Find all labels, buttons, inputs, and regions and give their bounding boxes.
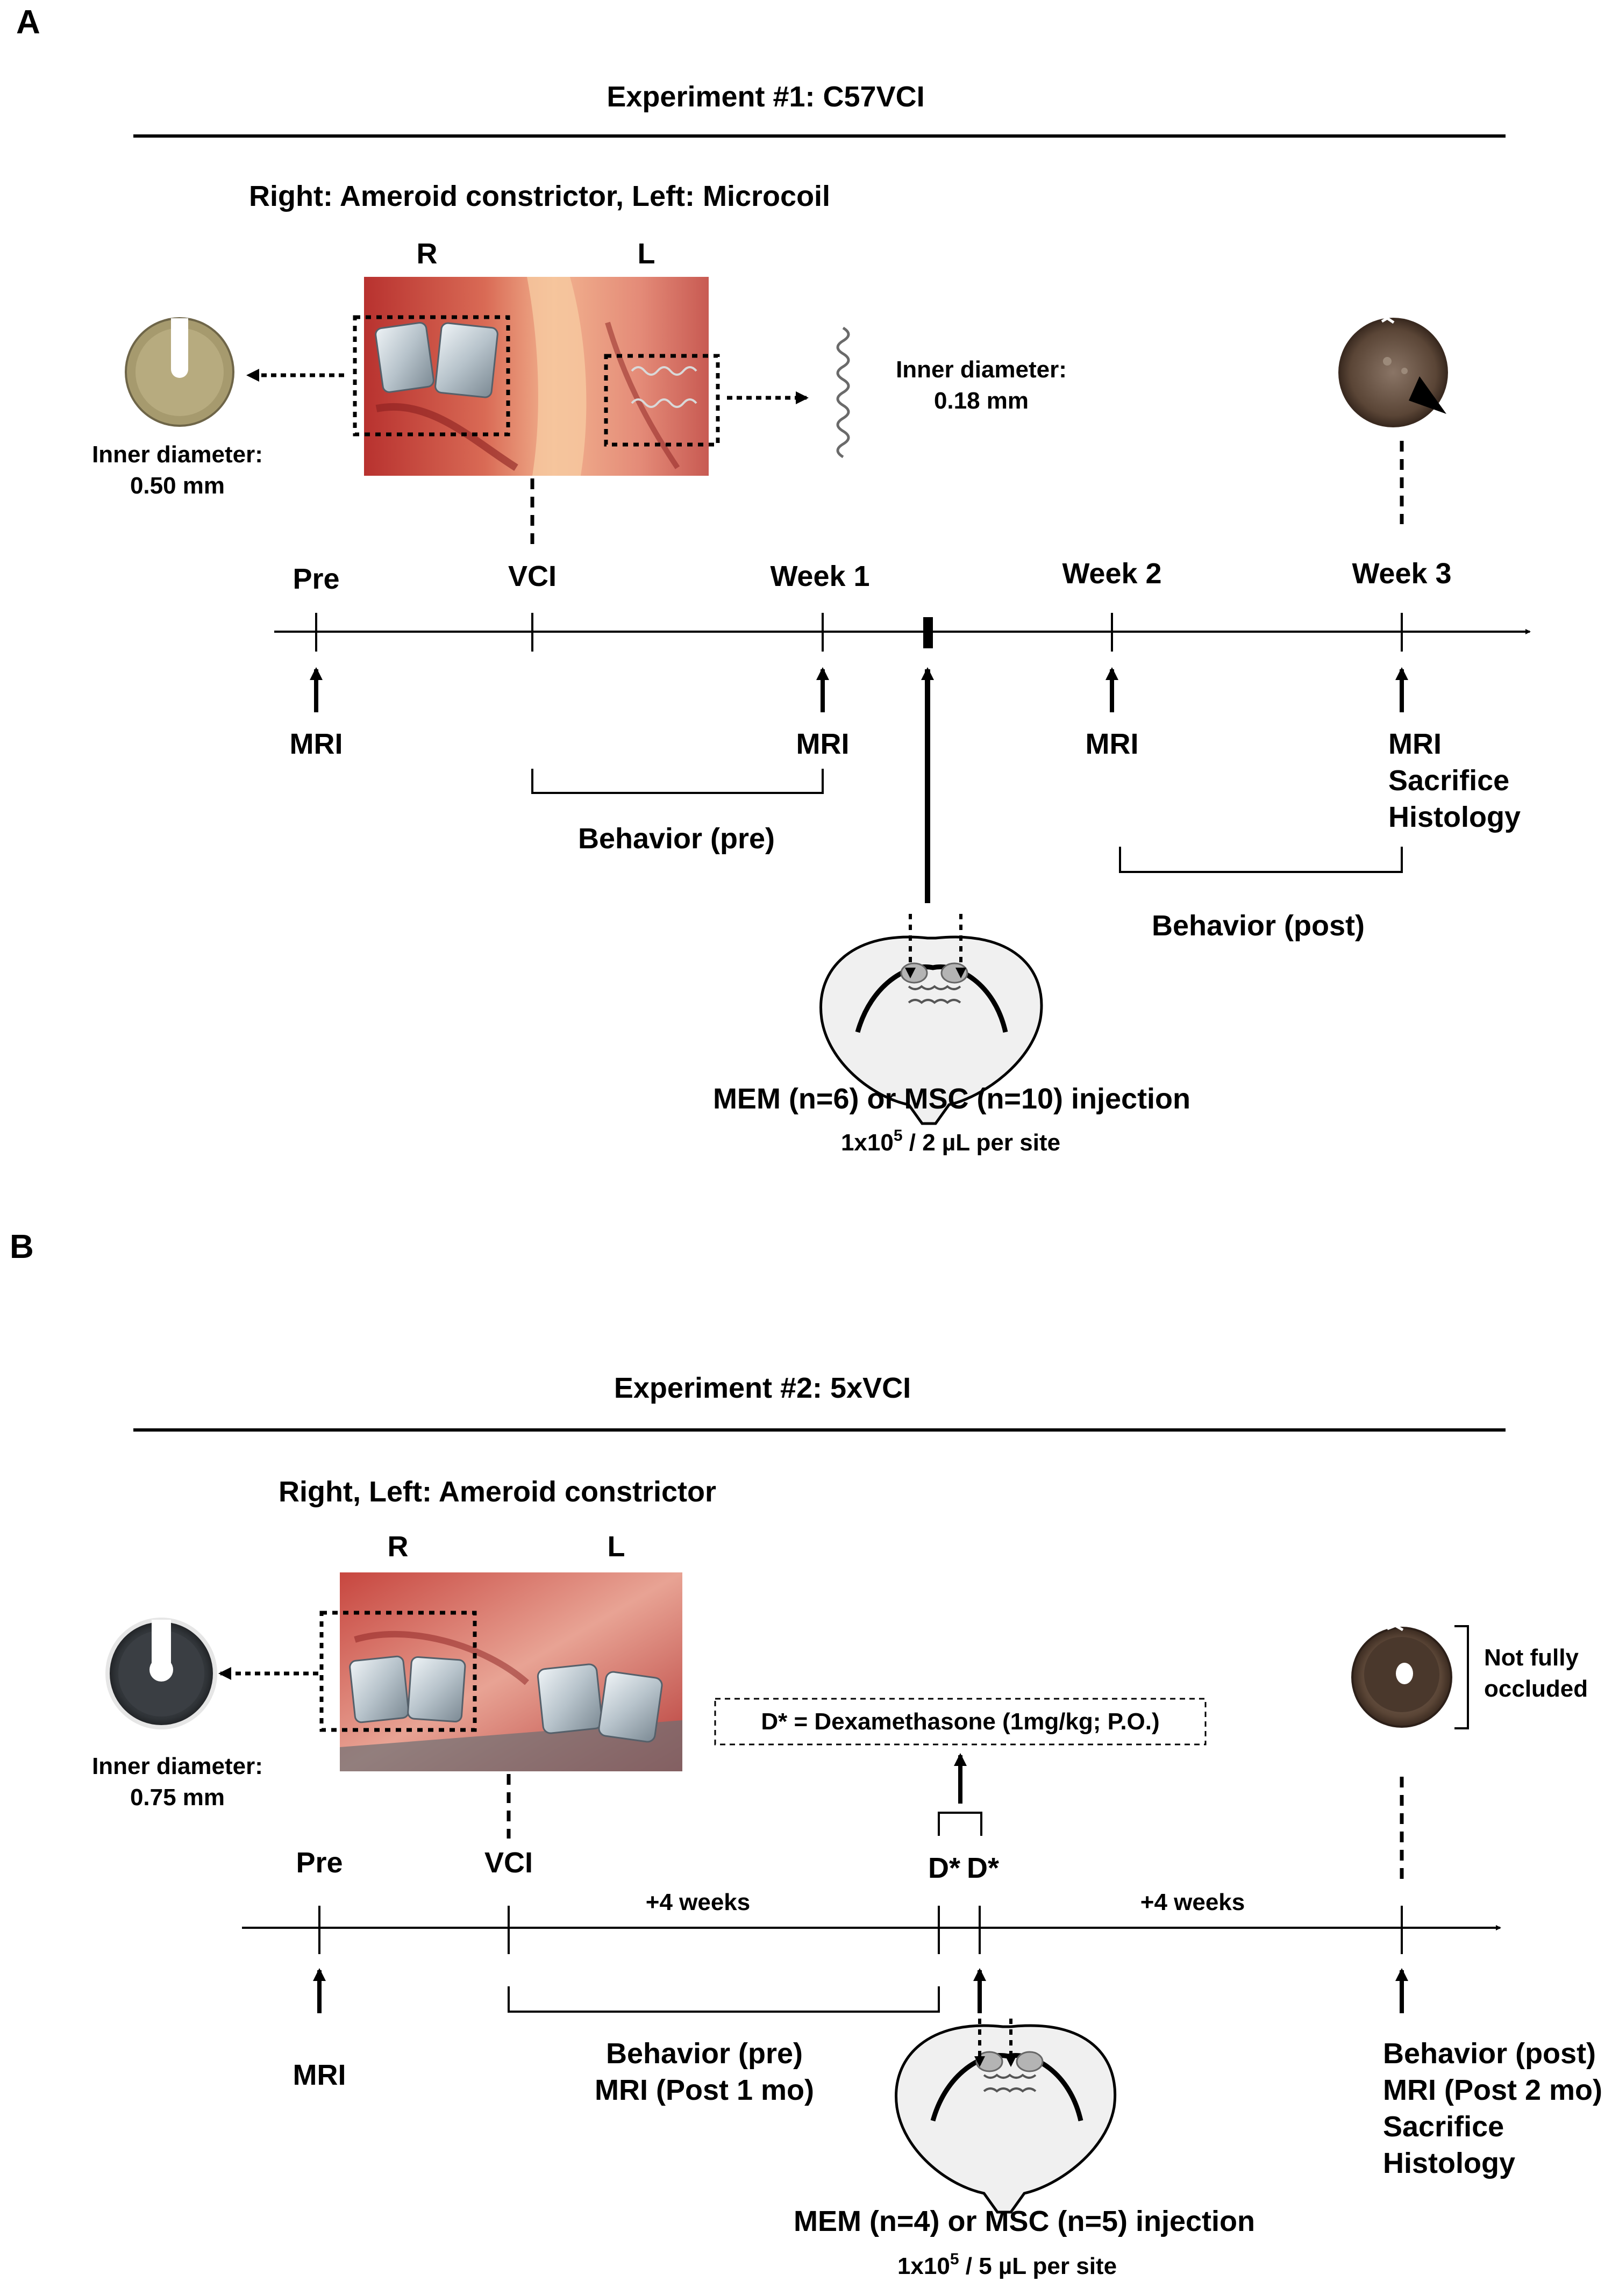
ameroid-b-diameter-label: Inner diameter: xyxy=(92,1753,263,1779)
ameroid-a-diameter-label: Inner diameter: xyxy=(92,441,263,468)
timepoint-vci: VCI xyxy=(508,560,557,592)
panel-b-letter: B xyxy=(10,1228,34,1265)
occlusion-bracket xyxy=(1454,1625,1469,1729)
behavior-pre-b: Behavior (pre) xyxy=(606,2037,803,2070)
dex-mark-1: D* xyxy=(928,1852,960,1884)
ameroid-ring-b-icon xyxy=(105,1618,217,1729)
event-b-mri-post-2mo: MRI (Post 2 mo) xyxy=(1383,2074,1602,2106)
interval-2: +4 weeks xyxy=(1140,1889,1245,1915)
timepoint-week1: Week 1 xyxy=(770,560,869,592)
timepoint-b-pre: Pre xyxy=(296,1847,343,1879)
event-week2-mri: MRI xyxy=(1086,728,1139,760)
occluded-ring-icon xyxy=(1338,317,1448,427)
dex-bracket xyxy=(938,1812,982,1836)
panel-a-surgery-photo xyxy=(353,277,720,476)
dexamethasone-label: D* = Dexamethasone (1mg/kg; P.O.) xyxy=(761,1708,1159,1735)
arrowhead-pointer-icon xyxy=(1409,376,1446,414)
injection-b-groups: MEM (n=4) or MSC (n=5) injection xyxy=(794,2205,1255,2237)
event-week3-histology: Histology xyxy=(1388,801,1521,833)
behavior-post-a: Behavior (post) xyxy=(1152,910,1365,942)
ameroid-a-diameter-value: 0.50 mm xyxy=(130,473,225,499)
timeline-b-ticks xyxy=(318,1906,1403,1954)
occlusion-note-line2: occluded xyxy=(1484,1676,1588,1702)
event-week3-mri: MRI xyxy=(1388,728,1442,760)
panel-a-letter: A xyxy=(16,4,40,41)
ameroid-b-diameter-value: 0.75 mm xyxy=(130,1784,225,1811)
injection-a-dose: 1x105 / 2 µL per site xyxy=(841,1127,1060,1156)
dex-mark-2: D* xyxy=(967,1852,999,1884)
panel-a-label-r: R xyxy=(417,238,438,270)
timepoint-week3: Week 3 xyxy=(1352,557,1451,590)
panel-b-surgery-photo xyxy=(319,1572,682,1771)
up-arrow-b-icon xyxy=(313,1968,1408,2013)
microcoil-icon xyxy=(836,326,850,459)
panel-a-label-l: L xyxy=(638,238,655,270)
timeline-a-ticks xyxy=(315,613,1403,652)
ameroid-implant-right-b xyxy=(349,1655,466,1723)
panel-a-photo-caption: Right: Ameroid constrictor, Left: Microc… xyxy=(249,180,830,212)
occlusion-note-line1: Not fully xyxy=(1484,1644,1579,1671)
injection-b-dose: 1x105 / 5 µL per site xyxy=(897,2250,1117,2279)
ameroid-implant-left-b xyxy=(537,1663,663,1743)
behavior-pre-a: Behavior (pre) xyxy=(578,822,775,855)
zoom-box-right xyxy=(353,315,510,437)
panel-a-title: Experiment #1: C57VCI xyxy=(607,81,924,113)
bracket-behavior-pre-a xyxy=(531,769,824,794)
bracket-behavior-pre-b xyxy=(508,1986,940,2013)
partially-occluded-ring-icon xyxy=(1351,1624,1452,1728)
bracket-behavior-post-a xyxy=(1119,847,1403,873)
ameroid-implant-right xyxy=(375,321,498,398)
up-arrow-icon xyxy=(310,667,1408,903)
mri-post-1mo: MRI (Post 1 mo) xyxy=(595,2074,814,2106)
microcoil-diameter-value: 0.18 mm xyxy=(934,388,1029,414)
timepoint-b-vci: VCI xyxy=(484,1847,533,1879)
event-week3-sacrifice: Sacrifice xyxy=(1388,764,1509,797)
coronal-brain-section-icon xyxy=(819,914,1043,1125)
event-b-histology: Histology xyxy=(1383,2147,1515,2179)
microcoil-diameter-label: Inner diameter: xyxy=(896,356,1067,383)
event-b-sacrifice: Sacrifice xyxy=(1383,2111,1504,2143)
zoom-box-left xyxy=(604,354,720,447)
event-week1-mri: MRI xyxy=(796,728,850,760)
dexamethasone-box xyxy=(714,1698,1207,1746)
coronal-brain-section-b-icon xyxy=(895,2019,1117,2214)
panel-b-title: Experiment #2: 5xVCI xyxy=(614,1372,911,1404)
panel-b-label-r: R xyxy=(388,1530,409,1563)
injection-a-groups: MEM (n=6) or MSC (n=10) injection xyxy=(713,1083,1190,1115)
timepoint-pre: Pre xyxy=(293,563,339,595)
timepoint-week2: Week 2 xyxy=(1062,557,1161,590)
event-pre-mri: MRI xyxy=(290,728,343,760)
zoom-box-right-b xyxy=(319,1611,477,1732)
microcoil-implant-left xyxy=(631,366,697,408)
injection-marker xyxy=(923,617,933,648)
ameroid-ring-icon xyxy=(125,317,234,427)
interval-1: +4 weeks xyxy=(646,1889,751,1915)
panel-b-label-l: L xyxy=(608,1530,625,1563)
event-b-behavior-post: Behavior (post) xyxy=(1383,2037,1596,2070)
panel-b-photo-caption: Right, Left: Ameroid constrictor xyxy=(279,1476,716,1508)
event-b-pre-mri: MRI xyxy=(293,2059,346,2091)
